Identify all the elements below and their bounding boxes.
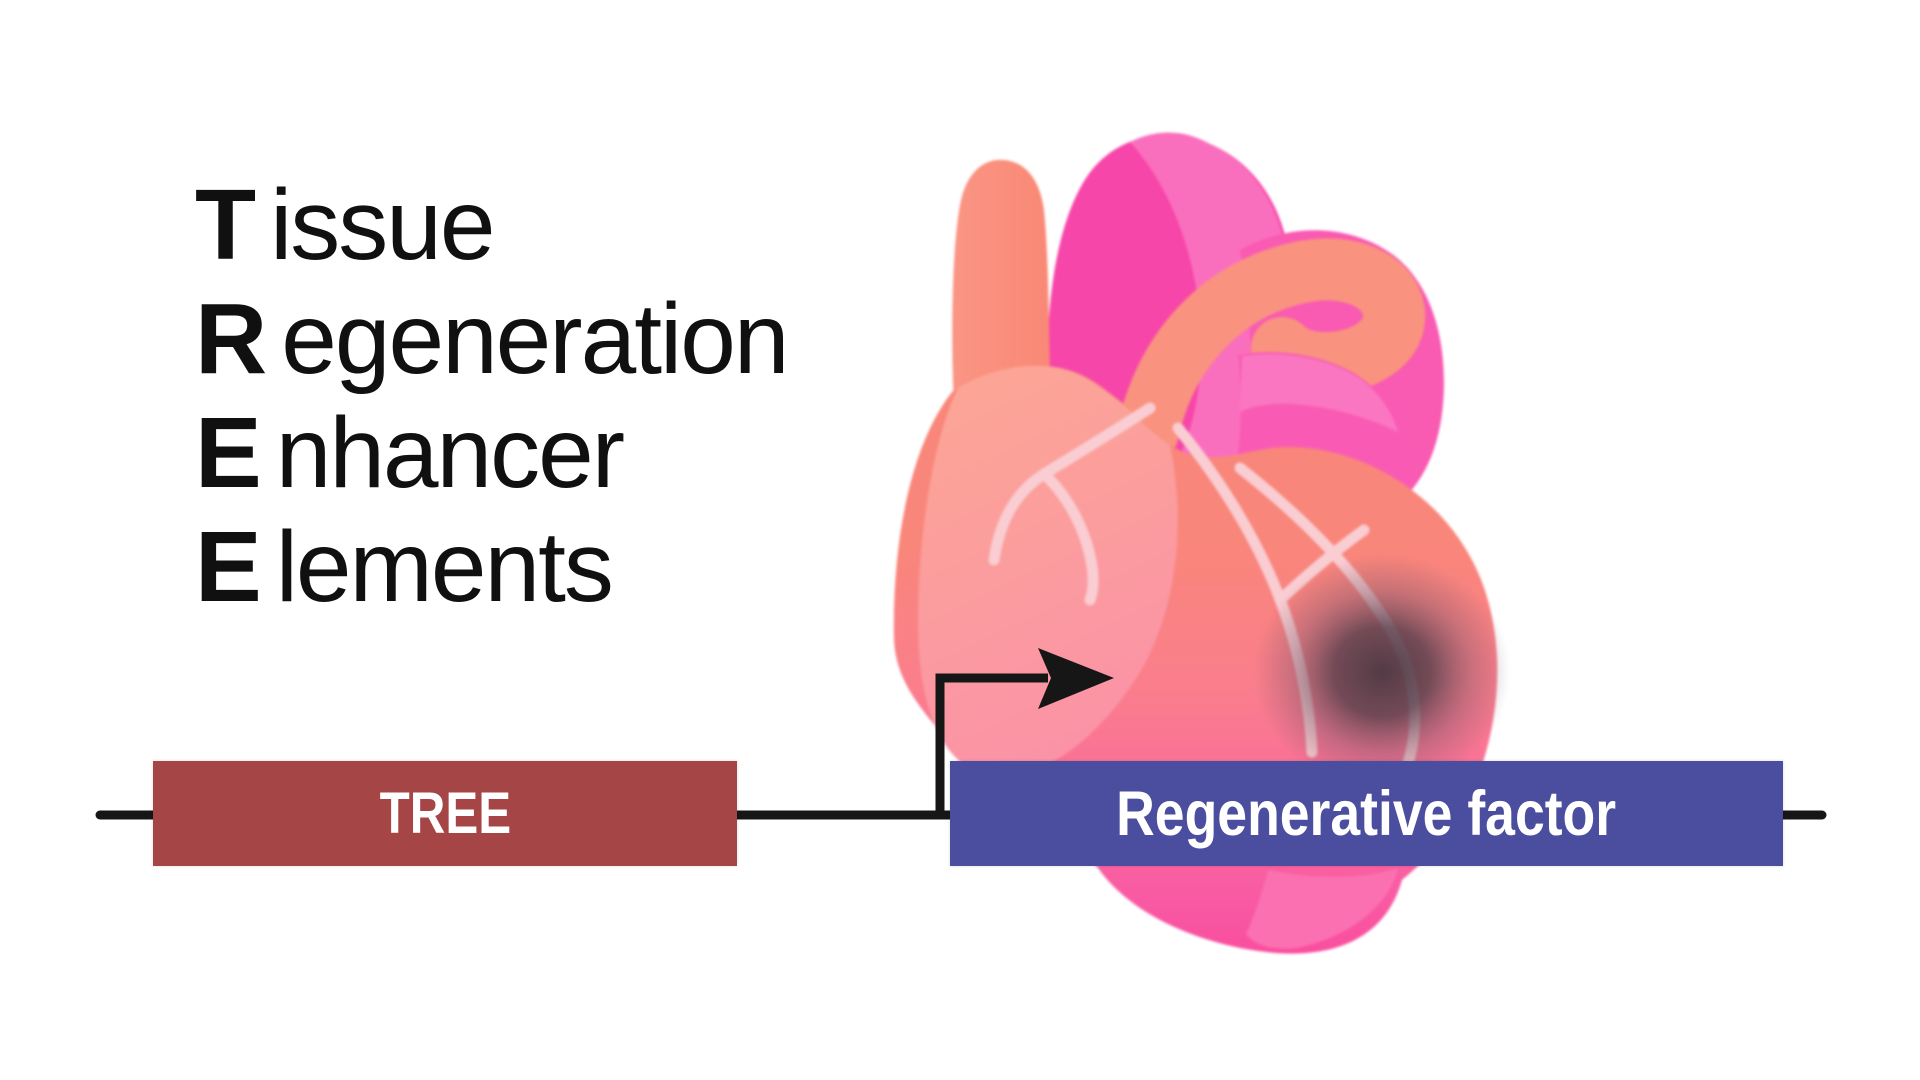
acronym-rest: egeneration — [281, 283, 789, 395]
acronym-rest: issue — [270, 169, 495, 281]
factor-box-label: Regenerative factor — [1116, 778, 1617, 849]
heart-right-atrium-front-highlight — [1240, 354, 1398, 432]
heart-apex-highlight — [1246, 868, 1398, 949]
acronym-initial: R — [195, 283, 268, 395]
acronym-initial: E — [195, 397, 262, 509]
tree-box: TREE — [153, 761, 737, 866]
acronym-rest: nhancer — [275, 397, 625, 509]
factor-box: Regenerative factor — [950, 761, 1783, 866]
tree-box-label: TREE — [379, 781, 511, 846]
acronym-initial: E — [195, 511, 262, 623]
acronym-initial: T — [195, 169, 257, 281]
acronym-rest: lements — [275, 511, 614, 623]
transcription-arrow-shaft — [935, 673, 1048, 815]
infarct-spot — [1254, 554, 1510, 790]
transcription-arrow-head-icon — [1038, 648, 1114, 709]
